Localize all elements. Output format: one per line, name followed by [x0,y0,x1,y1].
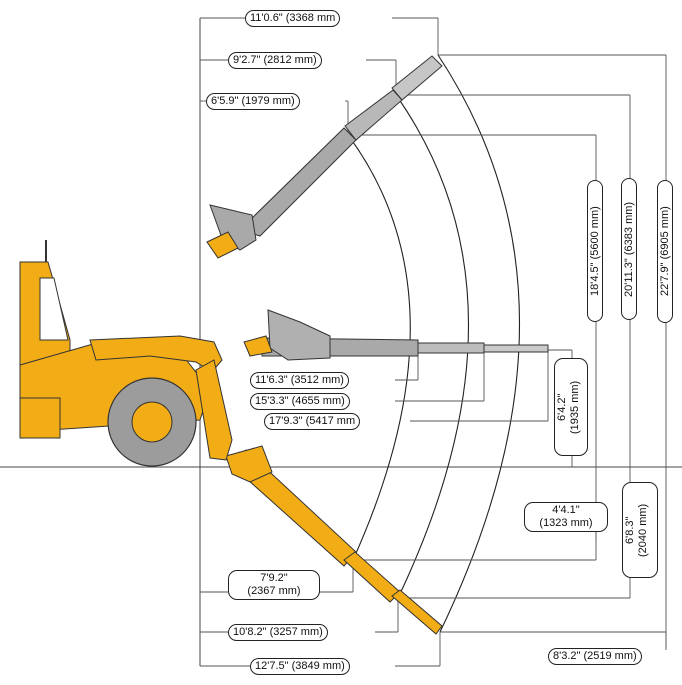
backhoe-loader [19,240,233,467]
label-mid-height-line2: (1935 mm) [569,380,581,434]
label-mid-height: 6'4.2" (1935 mm) [554,358,588,456]
reach-arc-outer [437,54,521,633]
label-bot-reach-1-line1: 7'9.2" [260,572,288,584]
boom-swing-link [195,359,233,461]
horizontal-boom-mid-section [417,342,485,354]
horizontal-boom-outer-section [483,344,549,353]
label-bottom-right: 8'3.2" (2519 mm) [548,648,642,665]
label-bot-reach-3: 12'7.5" (3849 mm) [250,658,350,675]
label-vert-1: 18'4.5" (5600 mm) [587,180,603,322]
label-vert-3: 22'7.9" (6905 mm) [657,180,673,323]
horizontal-bucket [267,309,331,361]
reach-arcs [347,54,521,633]
raised-boom-outer-section [391,55,443,101]
label-top-reach-1: 11'0.6" (3368 mm [245,10,341,27]
label-right-low-line2: (2040 mm) [637,503,649,557]
wheel-hub [131,401,173,443]
lowered-boom-mid-section [343,551,401,603]
label-top-reach-3: 6'5.9" (1979 mm) [206,93,300,110]
lowered-bucket [225,445,273,483]
label-bot-reach-2: 10'8.2" (3257 mm) [228,624,328,641]
raised-bucket [209,204,257,251]
label-vert-2: 20'11.3" (6383 mm) [621,178,637,320]
label-mid-reach-1: 11'6.3" (3512 mm) [250,372,349,389]
label-low-height: 4'4.1" (1323 mm) [524,502,608,532]
label-low-height-line2: (1323 mm) [539,517,593,529]
lowered-boom-outer-section [391,589,443,635]
label-mid-height-line1: 6'4.2" [556,393,568,421]
raised-boom-inner-section [239,127,357,237]
horizontal-bucket-cylinder [243,335,273,357]
label-mid-reach-3: 17'9.3" (5417 mm [264,413,361,430]
cab-window [39,277,69,341]
label-low-height-line1: 4'4.1" [552,504,580,516]
lowered-boom [225,445,443,635]
reach-arc-inner [347,134,411,561]
label-bot-reach-1-line2: (2367 mm) [247,585,301,597]
label-top-reach-2: 9'2.7" (2812 mm) [228,52,322,69]
raised-boom [206,55,443,259]
label-mid-reach-2: 15'3.3" (4655 mm) [250,393,350,410]
rear-frame [19,397,61,439]
horizontal-boom [243,309,549,361]
raised-bucket-cylinder [206,231,239,259]
raised-boom-mid-section [344,89,403,141]
label-right-low: 6'8.3" (2040 mm) [622,482,658,578]
reach-arc-middle [395,94,470,599]
label-right-low-line1: 6'8.3" [624,516,636,544]
label-bot-reach-1: 7'9.2" (2367 mm) [228,570,320,600]
